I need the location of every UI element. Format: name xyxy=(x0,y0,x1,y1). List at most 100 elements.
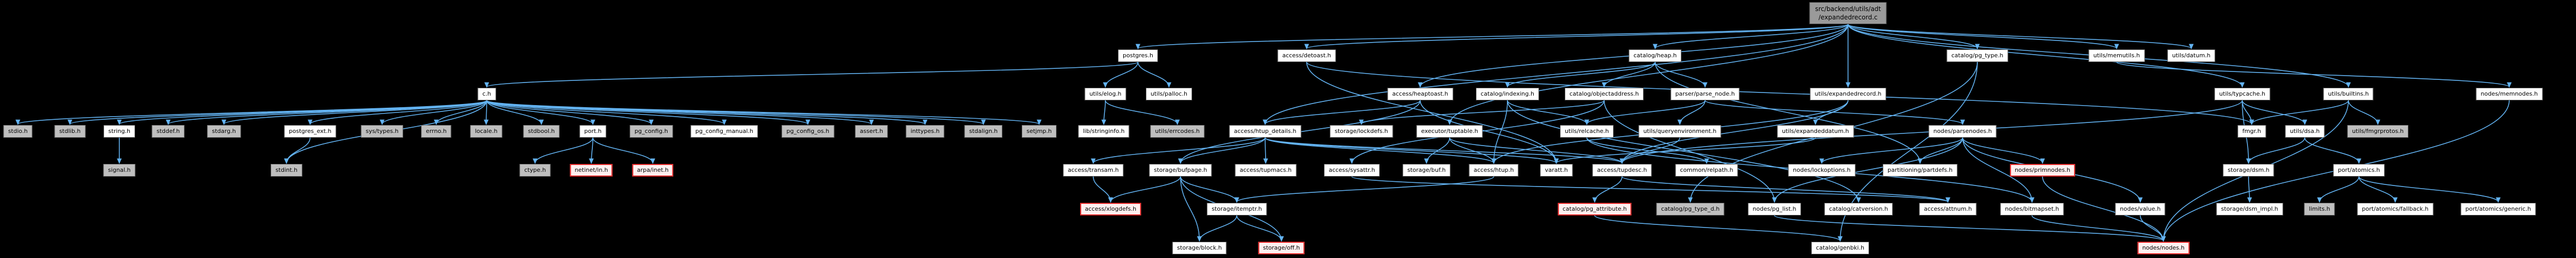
node-nodes/nodes.h[interactable]: nodes/nodes.h xyxy=(2137,242,2190,254)
node-utils/dsa.h[interactable]: utils/dsa.h xyxy=(2285,125,2325,138)
node-string.h[interactable]: string.h xyxy=(103,125,136,138)
node-pg_config_os.h[interactable]: pg_config_os.h xyxy=(782,125,834,138)
include-edge xyxy=(1619,137,1680,164)
node-utils/fmgrprotos.h[interactable]: utils/fmgrprotos.h xyxy=(2347,125,2409,138)
node-errno.h[interactable]: errno.h xyxy=(421,125,451,138)
node-port/atomics/generic.h[interactable]: port/atomics/generic.h xyxy=(2460,203,2536,215)
include-edge xyxy=(1621,176,1951,203)
include-edge xyxy=(1604,100,1777,203)
node-stdio.h[interactable]: stdio.h xyxy=(3,125,33,138)
include-edge xyxy=(1197,215,1237,242)
node-storage/block.h[interactable]: storage/block.h xyxy=(1172,242,1227,254)
node-utils/memutils.h[interactable]: utils/memutils.h xyxy=(2088,49,2145,62)
node-stdarg.h[interactable]: stdarg.h xyxy=(207,125,241,138)
node-utils/expandedrecord.h[interactable]: utils/expandedrecord.h xyxy=(1810,88,1886,100)
node-varatt.h[interactable]: varatt.h xyxy=(1540,164,1573,177)
node-port.h[interactable]: port.h xyxy=(579,125,607,138)
node-assert.h[interactable]: assert.h xyxy=(855,125,888,138)
node-utils/errcodes.h[interactable]: utils/errcodes.h xyxy=(1150,125,1205,138)
node-nodes/pg_list.h[interactable]: nodes/pg_list.h xyxy=(1748,203,1801,215)
node-stdlib.h[interactable]: stdlib.h xyxy=(54,125,86,138)
node-utils/elog.h[interactable]: utils/elog.h xyxy=(1084,88,1126,100)
node-partitioning/partdefs.h[interactable]: partitioning/partdefs.h xyxy=(1883,164,1957,177)
include-edge xyxy=(1306,61,1559,164)
include-edge xyxy=(1705,100,1965,126)
node-netinet/in.h[interactable]: netinet/in.h xyxy=(570,164,613,177)
node-port/atomics.h[interactable]: port/atomics.h xyxy=(2333,164,2385,177)
node-access/tupdesc.h[interactable]: access/tupdesc.h xyxy=(1592,164,1652,177)
node-nodes/bitmapset.h[interactable]: nodes/bitmapset.h xyxy=(2000,203,2064,215)
node-locale.h[interactable]: locale.h xyxy=(470,125,502,138)
node-storage/dsm.h[interactable]: storage/dsm.h xyxy=(2223,164,2274,177)
node-c.h[interactable]: c.h xyxy=(477,88,496,100)
node-sys/types.h[interactable]: sys/types.h xyxy=(361,125,404,138)
node-catalog/pg_type.h[interactable]: catalog/pg_type.h xyxy=(1946,49,2008,62)
node-access/htup_details.h[interactable]: access/htup_details.h xyxy=(1229,125,1301,138)
node-signal.h[interactable]: signal.h xyxy=(103,164,136,177)
include-edge xyxy=(1105,100,1180,126)
node-access/tupmacs.h[interactable]: access/tupmacs.h xyxy=(1235,164,1297,177)
node-catalog/pg_attribute.h[interactable]: catalog/pg_attribute.h xyxy=(1557,203,1632,215)
include-edge xyxy=(484,61,1138,88)
node-catalog/pg_type_d.h[interactable]: catalog/pg_type_d.h xyxy=(1656,203,1725,215)
node-utils/relcache.h[interactable]: utils/relcache.h xyxy=(1560,125,1614,138)
node-lib/stringinfo.h[interactable]: lib/stringinfo.h xyxy=(1078,125,1130,138)
node-pg_config_manual.h[interactable]: pg_config_manual.h xyxy=(690,125,758,138)
node-nodes/primnodes.h[interactable]: nodes/primnodes.h xyxy=(2010,164,2075,177)
node-utils/datum.h[interactable]: utils/datum.h xyxy=(2167,49,2215,62)
node-storage/bufpage.h[interactable]: storage/bufpage.h xyxy=(1149,164,1212,177)
node-utils/palloc.h[interactable]: utils/palloc.h xyxy=(1146,88,1192,100)
node-nodes/lockoptions.h[interactable]: nodes/lockoptions.h xyxy=(1788,164,1855,177)
node-access/detoast.h[interactable]: access/detoast.h xyxy=(1277,49,1336,62)
node-access/transam.h[interactable]: access/transam.h xyxy=(1063,164,1124,177)
node-utils/builtins.h[interactable]: utils/builtins.h xyxy=(2323,88,2374,100)
node-nodes/value.h[interactable]: nodes/value.h xyxy=(2115,203,2166,215)
node-executor/tuptable.h[interactable]: executor/tuptable.h xyxy=(1416,125,1483,138)
node-pg_config.h[interactable]: pg_config.h xyxy=(630,125,673,138)
node-stddef.h[interactable]: stddef.h xyxy=(151,125,185,138)
include-edge xyxy=(486,100,596,126)
include-edge xyxy=(379,100,487,126)
include-edge xyxy=(434,100,487,126)
node-access/sysattr.h[interactable]: access/sysattr.h xyxy=(1323,164,1380,177)
node-access/attnum.h[interactable]: access/attnum.h xyxy=(1919,203,1977,215)
node-storage/dsm_impl.h[interactable]: storage/dsm_impl.h xyxy=(2216,203,2283,215)
node-common/relpath.h[interactable]: common/relpath.h xyxy=(1675,164,1738,177)
node-access/htup.h[interactable]: access/htup.h xyxy=(1469,164,1519,177)
node-storage/lockdefs.h[interactable]: storage/lockdefs.h xyxy=(1330,125,1393,138)
node-postgres_ext.h[interactable]: postgres_ext.h xyxy=(284,125,336,138)
node-storage/off.h[interactable]: storage/off.h xyxy=(1258,242,1305,254)
node-access/heaptoast.h[interactable]: access/heaptoast.h xyxy=(1387,88,1453,100)
node-inttypes.h[interactable]: inttypes.h xyxy=(906,125,945,138)
node-stdbool.h[interactable]: stdbool.h xyxy=(523,125,560,138)
node-utils/expandeddatum.h[interactable]: utils/expandeddatum.h xyxy=(1777,125,1854,138)
node-postgres.h[interactable]: postgres.h xyxy=(1118,49,1158,62)
node-nodes/parsenodes.h[interactable]: nodes/parsenodes.h xyxy=(1928,125,1997,138)
node-utils/queryenvironment.h[interactable]: utils/queryenvironment.h xyxy=(1638,125,1721,138)
node-storage/itemptr.h[interactable]: storage/itemptr.h xyxy=(1207,203,1267,215)
node-ctype.h[interactable]: ctype.h xyxy=(519,164,551,177)
node-port/atomics/fallback.h[interactable]: port/atomics/fallback.h xyxy=(2357,203,2434,215)
include-edge xyxy=(166,100,487,126)
node-fmgr.h[interactable]: fmgr.h xyxy=(2238,125,2266,138)
include-edge xyxy=(1813,100,1849,126)
node-catalog/indexing.h[interactable]: catalog/indexing.h xyxy=(1476,88,1539,100)
node-arpa/inet.h[interactable]: arpa/inet.h xyxy=(632,164,674,177)
node-stdalign.h[interactable]: stdalign.h xyxy=(964,125,1003,138)
node-storage/buf.h[interactable]: storage/buf.h xyxy=(1402,164,1451,177)
node-setjmp.h[interactable]: setjmp.h xyxy=(1021,125,1057,138)
node-parser/parse_node.h[interactable]: parser/parse_node.h xyxy=(1670,88,1740,100)
node-access/xlogdefs.h[interactable]: access/xlogdefs.h xyxy=(1080,203,1141,215)
node-catalog/heap.h[interactable]: catalog/heap.h xyxy=(1628,49,1682,62)
node-catalog/catversion.h[interactable]: catalog/catversion.h xyxy=(1824,203,1893,215)
graph-root-node: src/backend/utils/adt /expandedrecord.c xyxy=(1809,2,1887,24)
node-catalog/objectaddress.h[interactable]: catalog/objectaddress.h xyxy=(1565,88,1644,100)
node-limits.h[interactable]: limits.h xyxy=(2304,203,2335,215)
node-nodes/memnodes.h[interactable]: nodes/memnodes.h xyxy=(2476,88,2543,100)
node-catalog/genbki.h[interactable]: catalog/genbki.h xyxy=(1811,242,1869,254)
include-edge xyxy=(221,100,487,126)
include-edge xyxy=(1602,61,1656,88)
node-utils/typcache.h[interactable]: utils/typcache.h xyxy=(2214,88,2270,100)
node-stdint.h[interactable]: stdint.h xyxy=(271,164,302,177)
